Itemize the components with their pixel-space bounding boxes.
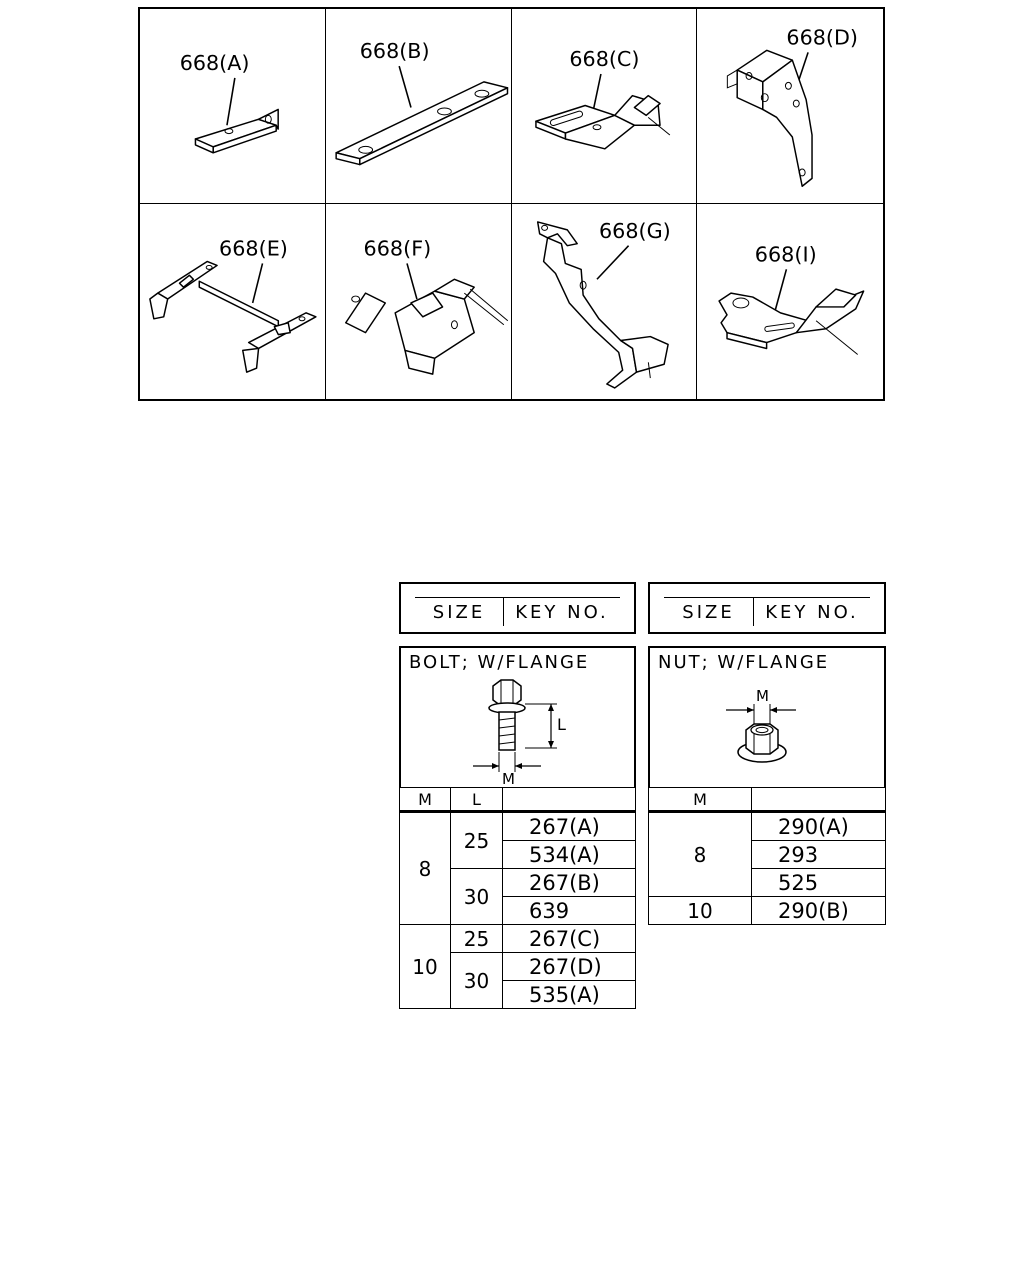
- key-no-link[interactable]: 290(A): [751, 811, 886, 841]
- part-label-668-f: 668(F): [363, 237, 431, 261]
- part-cell-668-d: 668(D): [697, 9, 883, 204]
- bracket-668-e-drawing: 668(E): [149, 237, 317, 373]
- key-no-link[interactable]: 293: [751, 840, 886, 869]
- col-m-header: M: [399, 787, 451, 813]
- size-m-8: 8: [399, 811, 451, 925]
- bolt-length-label: L: [557, 715, 566, 734]
- bracket-668-d-drawing: 668(D): [727, 25, 859, 187]
- part-label-668-i: 668(I): [755, 242, 817, 266]
- part-cell-668-g: 668(G): [512, 204, 698, 399]
- part-cell-668-i: 668(I): [697, 204, 883, 399]
- key-no-link[interactable]: 290(B): [751, 896, 886, 925]
- part-cell-668-a: 668(A): [140, 9, 326, 204]
- size-l-30: 30: [450, 868, 503, 925]
- bracket-668-a-drawing: 668(A): [180, 51, 279, 154]
- col-m-header: M: [648, 787, 752, 813]
- flange-nut-icon: M: [726, 687, 796, 763]
- bolt-size-key-header: SIZE KEY NO.: [399, 582, 636, 634]
- key-no-link[interactable]: 534(A): [502, 840, 636, 869]
- table-row: 293: [649, 840, 886, 869]
- key-no-link[interactable]: 267(D): [502, 952, 636, 981]
- bolt-illustration-panel: BOLT; W/FLANGE L M: [399, 646, 636, 788]
- size-column-header: SIZE: [664, 598, 754, 626]
- key-no-link[interactable]: 267(A): [502, 811, 636, 841]
- col-l-header: L: [450, 787, 503, 813]
- bracket-668-g-drawing: 668(G): [536, 219, 670, 389]
- size-m-8: 8: [648, 811, 752, 897]
- parts-grid: 668(A) 668(B) 668(C): [138, 7, 885, 401]
- key-no-link[interactable]: 267(B): [502, 868, 636, 897]
- table-row: 639: [400, 896, 636, 925]
- part-cell-668-b: 668(B): [325, 9, 512, 204]
- bolt-title: BOLT; W/FLANGE: [409, 652, 590, 673]
- table-row: 10 290(B): [648, 896, 886, 925]
- key-no-column-header: KEY NO.: [765, 601, 859, 623]
- key-no-link[interactable]: 535(A): [502, 980, 636, 1009]
- table-row: 8 290(A): [648, 811, 886, 897]
- table-row: 30 267(D): [400, 952, 636, 1009]
- bracket-668-f-drawing: 668(F): [344, 237, 508, 375]
- table-row: 525: [649, 868, 886, 897]
- part-cell-668-e: 668(E): [140, 204, 326, 399]
- part-cell-668-f: 668(F): [326, 204, 512, 399]
- key-no-link[interactable]: 639: [502, 896, 636, 925]
- part-label-668-d: 668(D): [787, 25, 859, 49]
- nut-diameter-label: M: [756, 687, 769, 705]
- part-label-668-a: 668(A): [180, 51, 250, 75]
- part-label-668-b: 668(B): [360, 39, 430, 63]
- part-label-668-c: 668(C): [569, 47, 639, 71]
- bracket-668-b-drawing: 668(B): [335, 39, 508, 166]
- part-cell-668-c: 668(C): [511, 9, 698, 204]
- key-no-link[interactable]: 525: [751, 868, 886, 897]
- table-row: 535(A): [400, 980, 636, 1009]
- size-m-10: 10: [399, 924, 451, 1009]
- size-l-25: 25: [450, 924, 503, 953]
- table-row: 10 25 267(C): [399, 924, 636, 1009]
- nut-title: NUT; W/FLANGE: [658, 652, 830, 673]
- part-label-668-e: 668(E): [219, 237, 288, 261]
- size-m-10: 10: [648, 896, 752, 925]
- nut-size-key-header: SIZE KEY NO.: [648, 582, 886, 634]
- nut-key-table: M 8 290(A) 293 525 10 290(B): [648, 787, 886, 925]
- table-row: 8 25 267(A): [399, 811, 636, 925]
- key-no-column-header: KEY NO.: [515, 601, 609, 623]
- size-l-25: 25: [450, 811, 503, 869]
- size-column-header: SIZE: [415, 598, 504, 626]
- bolt-diameter-label: M: [502, 770, 515, 788]
- nut-illustration-panel: NUT; W/FLANGE M: [648, 646, 886, 788]
- key-no-link[interactable]: 267(C): [502, 924, 636, 953]
- flange-bolt-icon: L M: [473, 679, 566, 788]
- bolt-key-table: M L 8 25 267(A) 534(A) 30 267(B) 639 10 …: [399, 787, 636, 1009]
- bracket-668-i-drawing: 668(I): [718, 242, 865, 355]
- part-label-668-g: 668(G): [598, 219, 670, 243]
- size-l-30: 30: [450, 952, 503, 1009]
- bracket-668-c-drawing: 668(C): [534, 47, 670, 150]
